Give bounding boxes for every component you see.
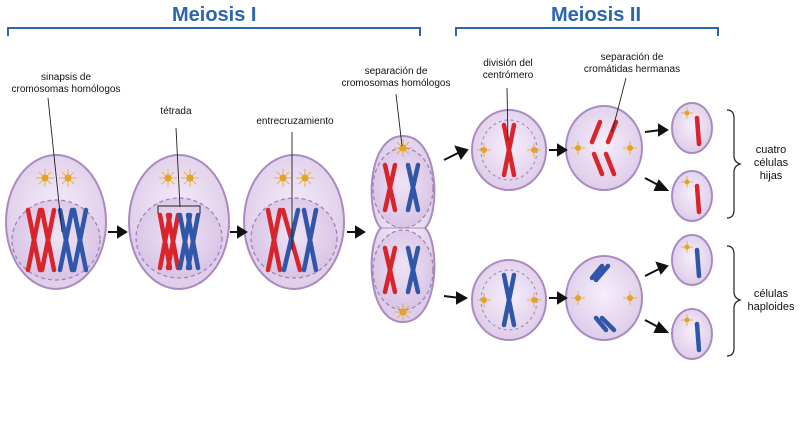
arrow-icon xyxy=(644,123,669,137)
cell-metaphase2-top xyxy=(471,109,547,191)
label-synapsis-line1: sinapsis de xyxy=(40,72,92,83)
arrow-icon xyxy=(644,319,670,333)
cell-homolog-separation xyxy=(370,134,436,324)
centrosome-icon xyxy=(181,169,199,187)
label-haploid-cells-line1: células xyxy=(753,288,789,300)
daughter-cell-3 xyxy=(671,234,713,286)
cell-anaphase2-bottom xyxy=(565,255,643,341)
centrosome-icon xyxy=(394,139,412,157)
label-centromere-division: división del centrómero xyxy=(468,58,548,82)
arrow-icon xyxy=(443,291,469,305)
cell-tetrad xyxy=(128,154,230,290)
label-centromere-division-line1: división del xyxy=(483,58,533,69)
arrow-icon xyxy=(443,145,469,161)
centrosome-icon xyxy=(59,169,77,187)
arrow-icon xyxy=(644,177,670,191)
daughter-cell-1 xyxy=(671,102,713,154)
daughter-cell-2 xyxy=(671,170,713,222)
label-chromatid-separation-line2: cromátidas hermanas xyxy=(583,64,681,75)
meiosis1-bracket xyxy=(7,27,421,36)
arrow-icon xyxy=(549,143,568,157)
centrosome-icon xyxy=(274,169,292,187)
label-daughter-cells: cuatro células hijas xyxy=(744,144,798,183)
tetrad-red xyxy=(157,212,181,271)
centrosome-icon xyxy=(296,169,314,187)
chromosome-pair-blue xyxy=(57,207,89,273)
arrow-icon xyxy=(644,261,669,277)
label-leaders xyxy=(47,77,627,250)
centrosome-icon xyxy=(36,169,54,187)
tetrad-blue xyxy=(177,212,201,271)
meiosis2-title: Meiosis II xyxy=(551,4,642,26)
cell-crossing-over xyxy=(243,154,345,290)
label-homolog-separation-line2: cromosomas homólogos xyxy=(341,78,451,89)
arrow-icon xyxy=(347,225,366,239)
brace-daughters xyxy=(726,109,742,219)
label-daughter-cells-line2: células xyxy=(753,157,789,169)
centrosome-icon xyxy=(394,303,412,321)
cell-metaphase2-bottom xyxy=(471,259,547,341)
label-haploid-cells: células haploides xyxy=(742,288,800,314)
meiosis1-title: Meiosis I xyxy=(172,4,257,26)
label-daughter-cells-line1: cuatro xyxy=(755,144,787,156)
arrow-icon xyxy=(549,291,568,305)
tetrad-bracket xyxy=(157,205,201,214)
label-tetrad: tétrada xyxy=(160,106,192,117)
arrow-icon xyxy=(108,225,128,239)
label-chromatid-separation: separación de cromátidas hermanas xyxy=(572,52,692,76)
cell-synapsis xyxy=(5,154,107,290)
meiosis2-bracket xyxy=(455,27,719,36)
label-haploid-cells-line2: haploides xyxy=(747,301,795,313)
label-crossing-over: entrecruzamiento xyxy=(256,116,334,127)
crossover-blue xyxy=(281,207,319,273)
label-centromere-division-line2: centrómero xyxy=(482,70,534,81)
label-chromatid-separation-line1: separación de xyxy=(600,52,664,63)
label-daughter-cells-line3: hijas xyxy=(759,170,783,182)
centrosome-icon xyxy=(159,169,177,187)
label-homolog-separation-line1: separación de xyxy=(364,66,428,77)
label-synapsis: sinapsis de cromosomas homólogos xyxy=(6,72,126,96)
daughter-cell-4 xyxy=(671,308,713,360)
arrow-icon xyxy=(230,225,248,239)
brace-haploid xyxy=(726,245,742,357)
label-homolog-separation: separación de cromosomas homólogos xyxy=(336,66,456,90)
chromosome-pair-red xyxy=(25,207,57,273)
label-synapsis-line2: cromosomas homólogos xyxy=(11,84,121,95)
cell-anaphase2-top xyxy=(565,105,643,191)
